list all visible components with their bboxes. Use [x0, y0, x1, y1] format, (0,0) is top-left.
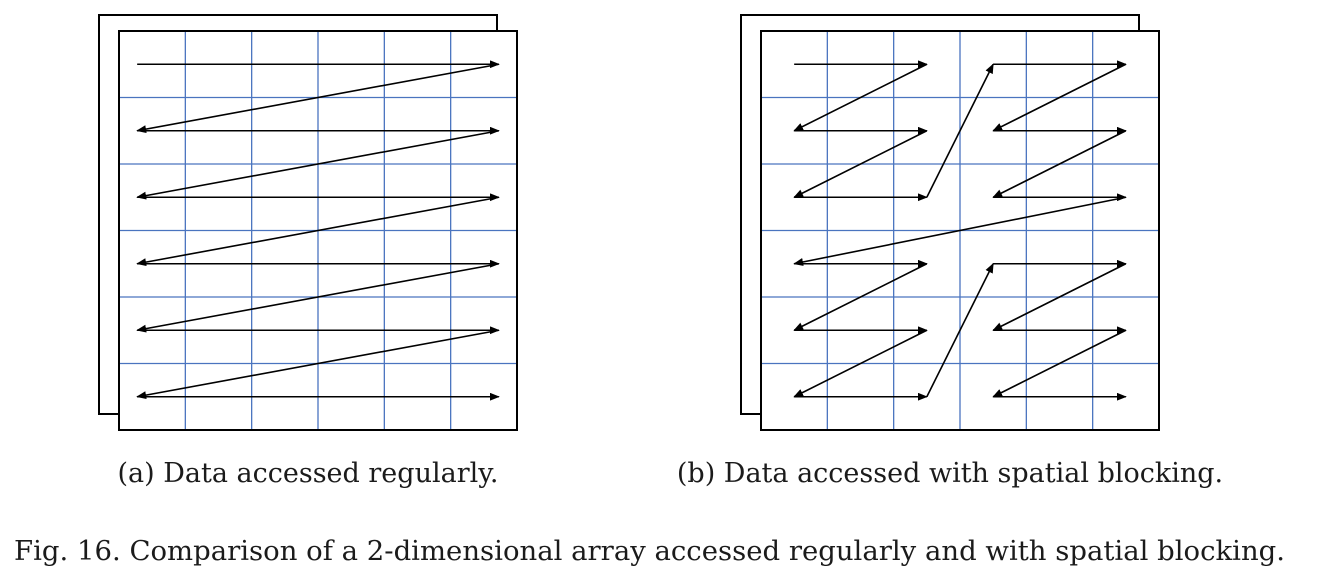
access-arrow: [992, 329, 1127, 398]
figure-caption: Fig. 16. Comparison of a 2-dimensional a…: [14, 535, 1286, 567]
front-frame-rect: [118, 30, 518, 431]
access-arrow: [136, 329, 499, 400]
access-arrow: [793, 263, 928, 331]
access-arrow: [793, 130, 928, 198]
access-path: [793, 60, 1127, 401]
access-arrow: [136, 196, 499, 267]
access-arrow: [992, 130, 1127, 198]
access-path: [136, 60, 500, 401]
access-arrow: [136, 129, 499, 200]
access-arrow: [136, 63, 499, 134]
panel-b-diagram: [740, 14, 1160, 431]
panel-a-caption: (a) Data accessed regularly.: [117, 458, 499, 489]
panel-a-diagram: [98, 14, 518, 431]
access-arrow: [926, 262, 994, 398]
access-arrow: [136, 262, 499, 333]
array-front-frame: [118, 30, 518, 431]
access-arrow: [793, 329, 928, 398]
access-arrow: [992, 63, 1127, 132]
panel-b-caption: (b) Data accessed with spatial blocking.: [676, 458, 1224, 489]
access-arrow: [793, 63, 928, 132]
access-arrow: [793, 196, 1126, 266]
access-arrow: [926, 63, 994, 198]
front-frame-rect: [760, 30, 1160, 431]
access-arrow: [992, 263, 1127, 331]
array-front-frame: [760, 30, 1160, 431]
